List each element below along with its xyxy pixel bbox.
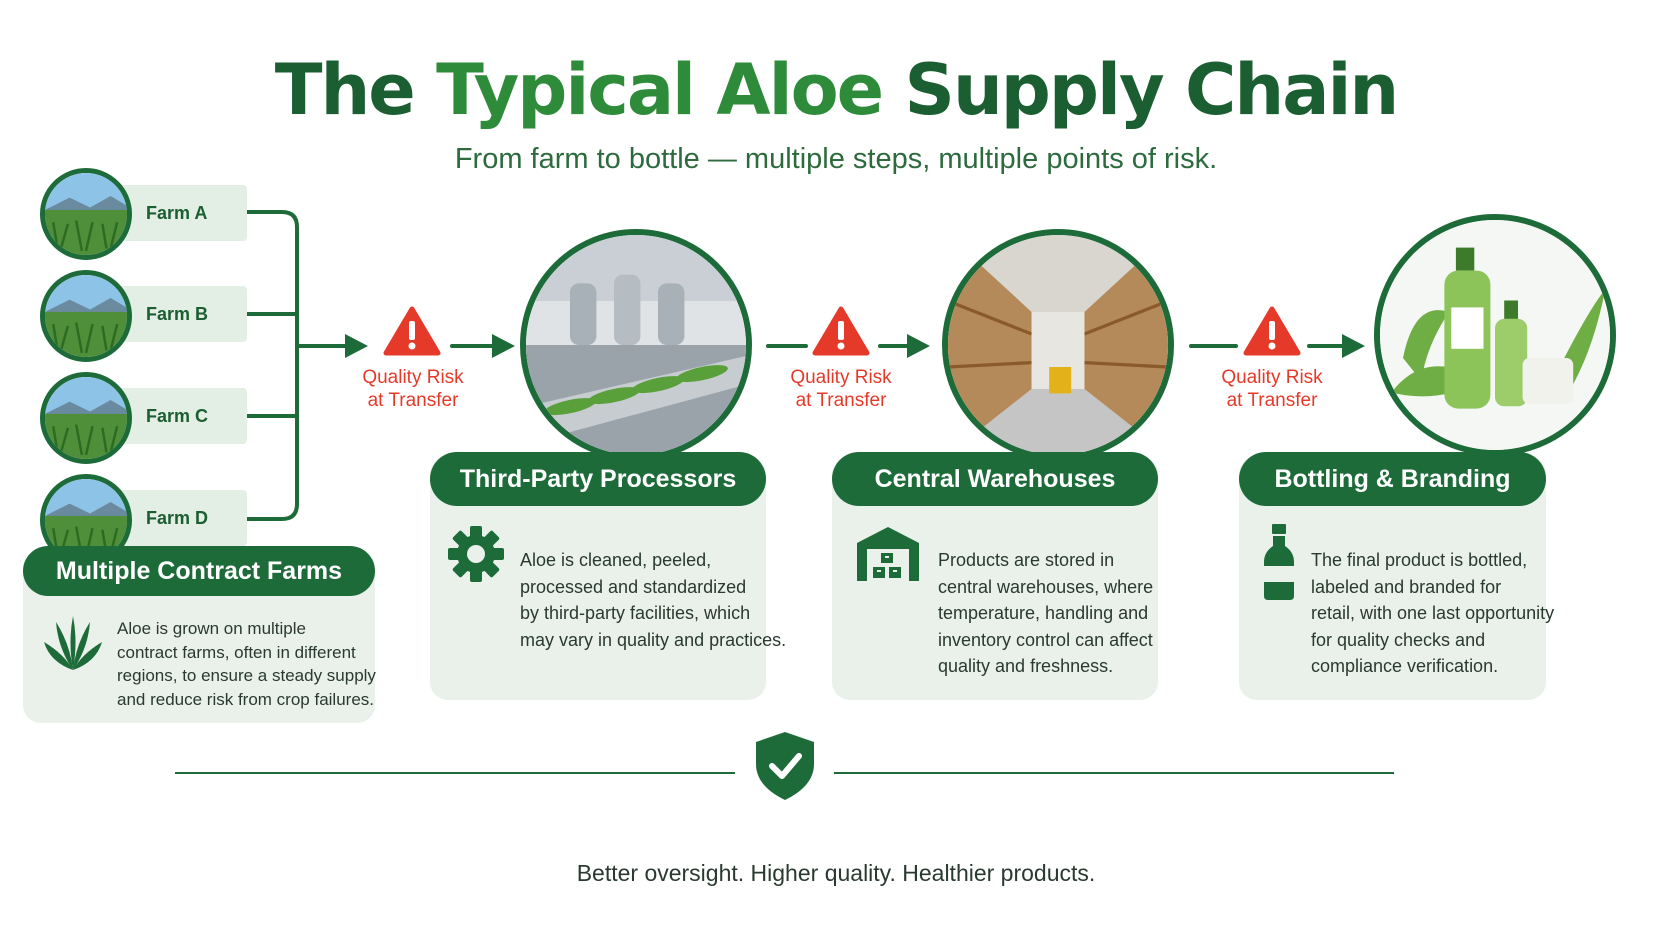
shield-check-icon <box>756 732 814 800</box>
farm-b-photo <box>40 270 132 362</box>
bottling-card-title: Bottling & Branding <box>1239 452 1546 506</box>
processors-card-text: Aloe is cleaned, peeled,processed and st… <box>520 550 787 650</box>
bottling-card-text: The final product is bottled,labeled and… <box>1311 550 1555 676</box>
warning-icon <box>812 306 870 356</box>
farm-d-label: Farm D <box>110 490 247 546</box>
warning-icon <box>383 306 441 356</box>
farm-c-label: Farm C <box>110 388 247 444</box>
warehouses-card-title: Central Warehouses <box>832 452 1158 506</box>
footer-tagline: Better oversight. Higher quality. Health… <box>576 860 1096 886</box>
warning-icon <box>1243 306 1301 356</box>
farm-a-label: Farm A <box>110 185 247 241</box>
warehouse-photo <box>942 229 1174 461</box>
warehouse-icon <box>857 527 919 581</box>
gear-icon <box>448 526 504 582</box>
page-title: The Typical Aloe Supply Chain <box>274 49 1400 131</box>
page-subtitle: From farm to bottle — multiple steps, mu… <box>454 143 1218 175</box>
farm-a-photo <box>40 168 132 260</box>
processing-facility-photo <box>520 229 752 461</box>
footer-divider-left <box>175 772 735 774</box>
footer-divider-right <box>834 772 1394 774</box>
farms-card-title: Multiple Contract Farms <box>23 546 375 596</box>
aloe-plant-icon <box>44 616 102 670</box>
farm-b-label: Farm B <box>110 286 247 342</box>
bottle-icon <box>1264 524 1294 600</box>
farm-c-photo <box>40 372 132 464</box>
bottled-products-photo <box>1374 214 1616 456</box>
processors-card-title: Third-Party Processors <box>430 452 766 506</box>
